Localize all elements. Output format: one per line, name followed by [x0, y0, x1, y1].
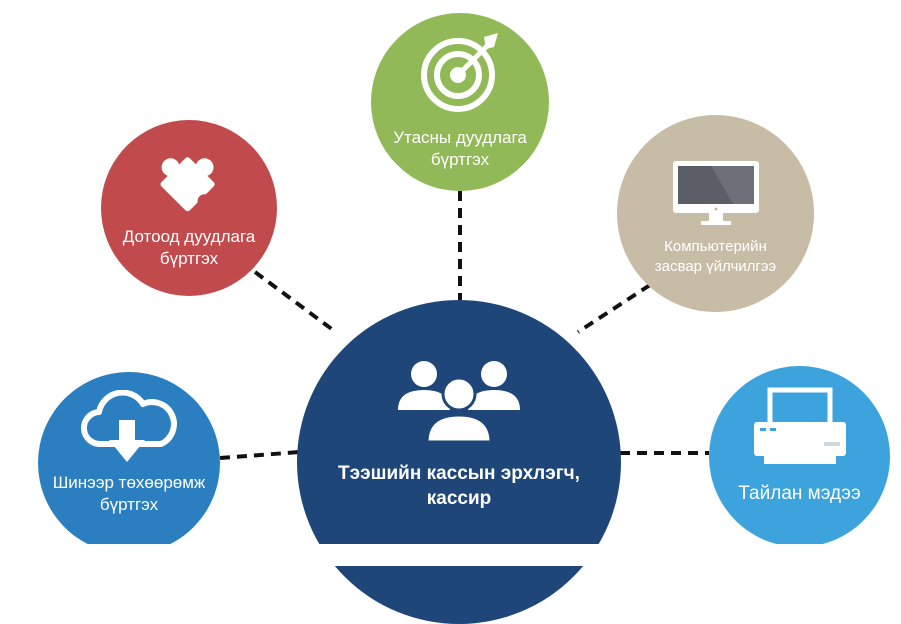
connector-device — [219, 450, 301, 460]
connector-lines — [219, 191, 709, 460]
users-group-icon — [398, 361, 520, 444]
node-center-cashier: Тээшийн кассын эрхлэгч, кассир — [297, 300, 621, 624]
center-label-line2: кассир — [426, 487, 492, 509]
monitor-icon — [672, 161, 759, 225]
node-new-device: Шинээр төхөөрөмж бүртгэх — [38, 372, 220, 554]
connector-computer — [576, 283, 652, 334]
center-label-line1: Тээшийн кассын эрхлэгч, — [338, 463, 580, 484]
connector-internal — [253, 270, 335, 332]
cloud-download-icon — [81, 390, 177, 462]
puzzle-piece-icon — [160, 157, 215, 212]
computer-label-line2: засвар үйлчилгээ — [654, 257, 777, 275]
device-label-line2: бүртгэх — [99, 495, 159, 515]
internal-label-line1: Дотоод дуудлага — [122, 227, 256, 246]
node-report: Тайлан мэдээ — [709, 366, 890, 547]
phone-label-line1: Утасны дуудлага — [393, 128, 527, 147]
node-phone-call: Утасны дуудлага бүртгэх — [371, 13, 549, 191]
node-internal-call: Дотоод дуудлага бүртгэх — [101, 120, 277, 296]
phone-label-line2: бүртгэх — [430, 150, 490, 170]
internal-label-line2: бүртгэх — [159, 249, 219, 269]
printer-icon — [753, 387, 846, 464]
bottom-crop — [0, 544, 901, 566]
device-label-line1: Шинээр төхөөрөмж — [52, 473, 206, 492]
target-icon — [421, 33, 498, 112]
diagram-canvas: Дотоод дуудлага бүртгэх Утасны дуудлага … — [0, 13, 901, 624]
report-label: Тайлан мэдээ — [738, 483, 861, 504]
computer-label-line1: Компьютерийн — [664, 238, 767, 255]
node-computer-service: Компьютерийн засвар үйлчилгээ — [617, 115, 814, 312]
